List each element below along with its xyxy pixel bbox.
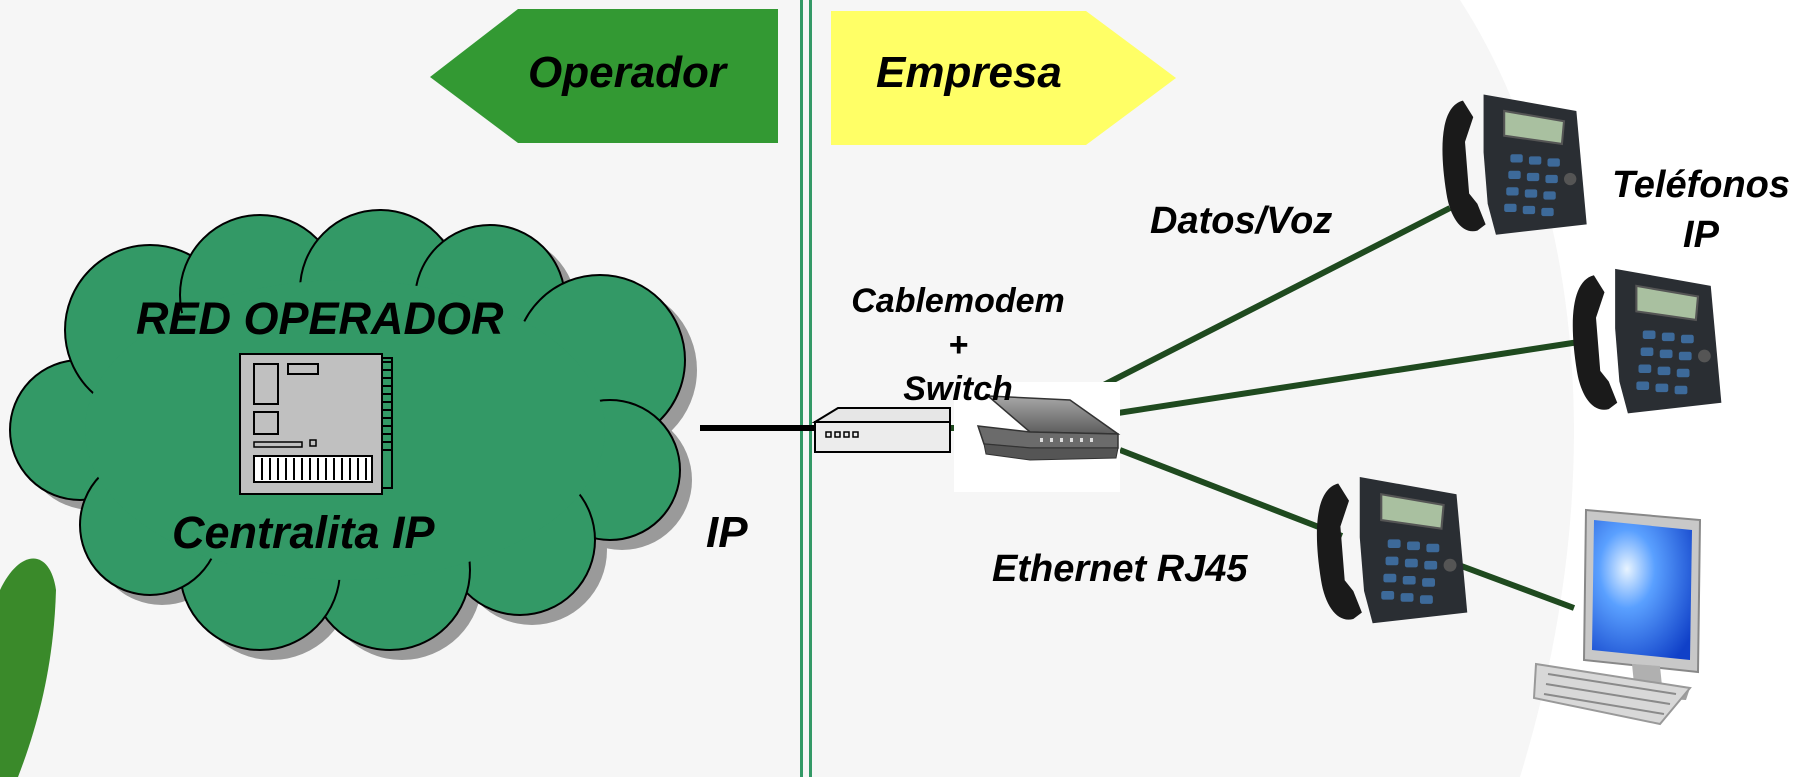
zone-divider-2 bbox=[809, 0, 812, 777]
ip-link-label: IP bbox=[706, 508, 748, 557]
cablemodem-label-line3: Switch bbox=[903, 370, 1013, 408]
ip-phones-label-line1: Teléfonos bbox=[1611, 164, 1791, 206]
ip-phone-icon bbox=[1571, 267, 1723, 415]
switch-icon bbox=[954, 382, 1121, 492]
operator-arrow bbox=[430, 9, 778, 143]
cablemodem-label-line2: + bbox=[948, 326, 968, 364]
link-computer bbox=[1454, 561, 1576, 611]
pbx-board-icon bbox=[239, 353, 393, 495]
ip-phone-icon bbox=[1441, 93, 1588, 236]
company-arrow bbox=[831, 11, 1176, 145]
cloud-title: RED OPERADOR bbox=[136, 293, 504, 344]
operator-zone-label: Operador bbox=[528, 48, 727, 97]
ip-phones-label-line2: IP bbox=[1683, 214, 1719, 256]
cablemodem-label-line1: Cablemodem bbox=[851, 282, 1065, 320]
background-leaf bbox=[0, 558, 56, 777]
computer-icon bbox=[1532, 508, 1702, 726]
ip-phone-icon bbox=[1315, 475, 1469, 625]
link-phone-3 bbox=[1118, 447, 1344, 539]
link-phone-1 bbox=[1086, 205, 1452, 396]
pbx-label: Centralita IP bbox=[172, 507, 435, 558]
operator-cloud bbox=[9, 209, 697, 660]
ethernet-label: Ethernet RJ45 bbox=[992, 548, 1248, 590]
data-voice-label: Datos/Voz bbox=[1150, 200, 1333, 242]
zone-divider bbox=[800, 0, 803, 777]
company-zone-label: Empresa bbox=[876, 48, 1062, 97]
ip-phones-label: Teléfonos IP bbox=[1596, 160, 1806, 260]
cablemodem-label: Cablemodem + Switch bbox=[842, 279, 1074, 411]
cablemodem-icon bbox=[811, 407, 951, 453]
link-phone-2 bbox=[1091, 337, 1593, 420]
